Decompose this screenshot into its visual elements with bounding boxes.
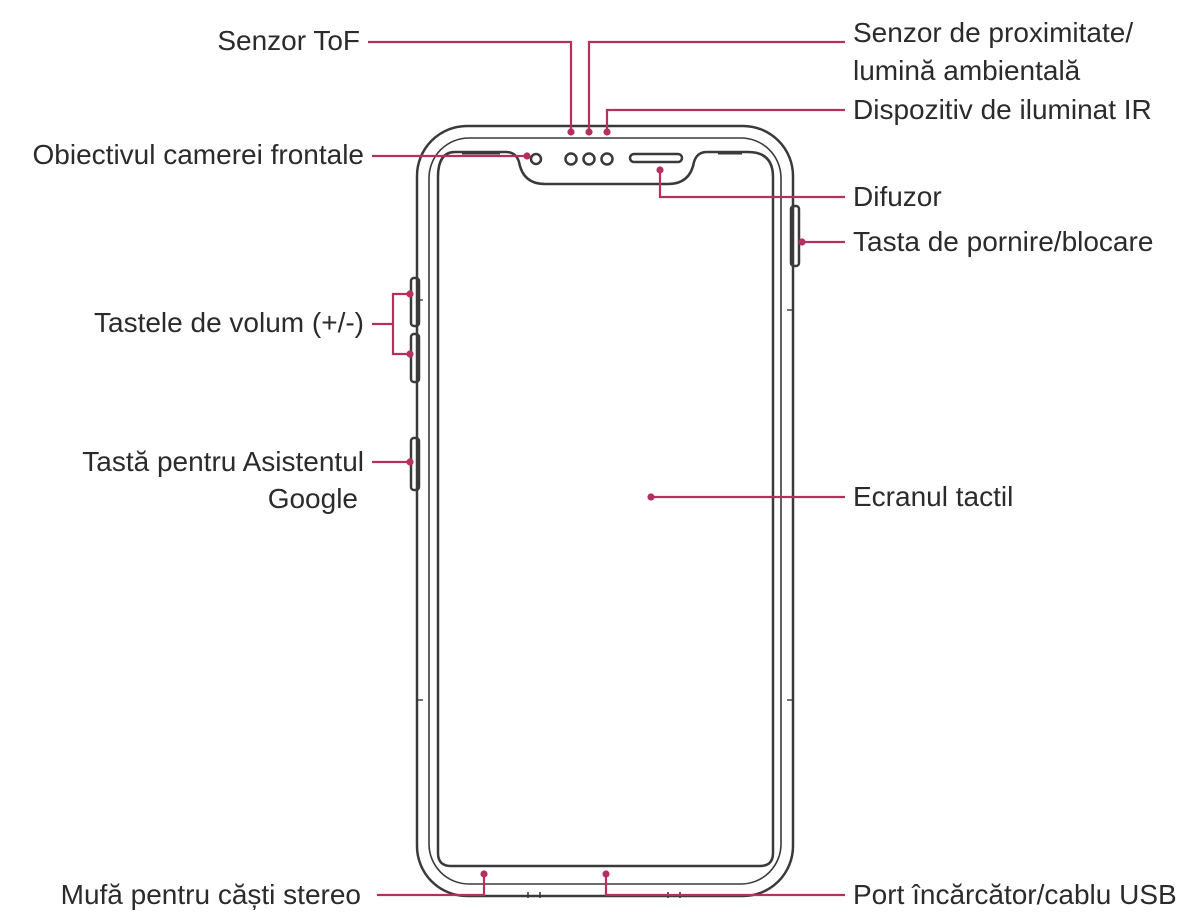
dot-volume-down	[406, 350, 414, 358]
volume-down-button	[409, 332, 421, 384]
dot-tof-sensor	[567, 128, 575, 136]
leader-usb-port	[604, 876, 845, 897]
phone-outer-frame	[415, 124, 795, 898]
label-assistant-line1: Tastă pentru Asistentul	[82, 446, 364, 477]
label-tof-sensor: Senzor ToF	[217, 25, 360, 56]
volume-up-button	[409, 276, 421, 328]
callout-lines	[368, 40, 845, 897]
dot-proximity-sensor	[585, 128, 593, 136]
dot-front-camera	[523, 152, 531, 160]
phone-outline	[409, 124, 801, 898]
leader-proximity-sensor	[587, 40, 845, 130]
dot-headset-jack	[480, 870, 488, 878]
touch-screen-outline	[436, 150, 775, 868]
label-usb-port: Port încărcător/cablu USB	[853, 879, 1177, 910]
label-ir-illuminator: Dispozitiv de iluminat IR	[853, 94, 1152, 125]
leader-headset-jack	[377, 876, 486, 897]
label-proximity-line1: Senzor de proximitate/	[853, 17, 1134, 48]
tof-sensor-circle	[564, 152, 578, 166]
label-front-camera: Obiectivul camerei frontale	[32, 139, 364, 170]
callout-dots	[406, 128, 806, 878]
power-button	[789, 204, 801, 268]
ir-illuminator-circle	[600, 152, 614, 166]
dot-volume-up	[406, 290, 414, 298]
front-camera-lens	[529, 152, 543, 166]
dot-power-key	[798, 238, 806, 246]
label-power-key: Tasta de pornire/blocare	[853, 226, 1154, 257]
dot-assistant-key	[406, 458, 414, 466]
dot-ir-illuminator	[603, 128, 611, 136]
dot-speaker	[656, 166, 664, 174]
label-volume-keys: Tastele de volum (+/-)	[94, 307, 364, 338]
phone-inner-frame	[428, 137, 782, 885]
dot-usb-port	[602, 870, 610, 878]
label-touch-screen: Ecranul tactil	[853, 481, 1014, 512]
label-assistant-line2: Google	[267, 483, 358, 514]
label-proximity-line2: lumină ambientală	[853, 55, 1081, 86]
label-headset-jack: Mufă pentru căști stereo	[60, 879, 361, 910]
speaker-grille	[628, 152, 684, 164]
leader-ir-illuminator	[605, 108, 845, 130]
label-speaker: Difuzor	[853, 181, 942, 212]
proximity-sensor-circle	[582, 152, 596, 166]
dot-touch-screen	[647, 493, 655, 501]
leader-volume-bracket	[391, 292, 409, 356]
leader-tof-sensor	[368, 40, 573, 130]
leader-speaker	[658, 172, 845, 199]
